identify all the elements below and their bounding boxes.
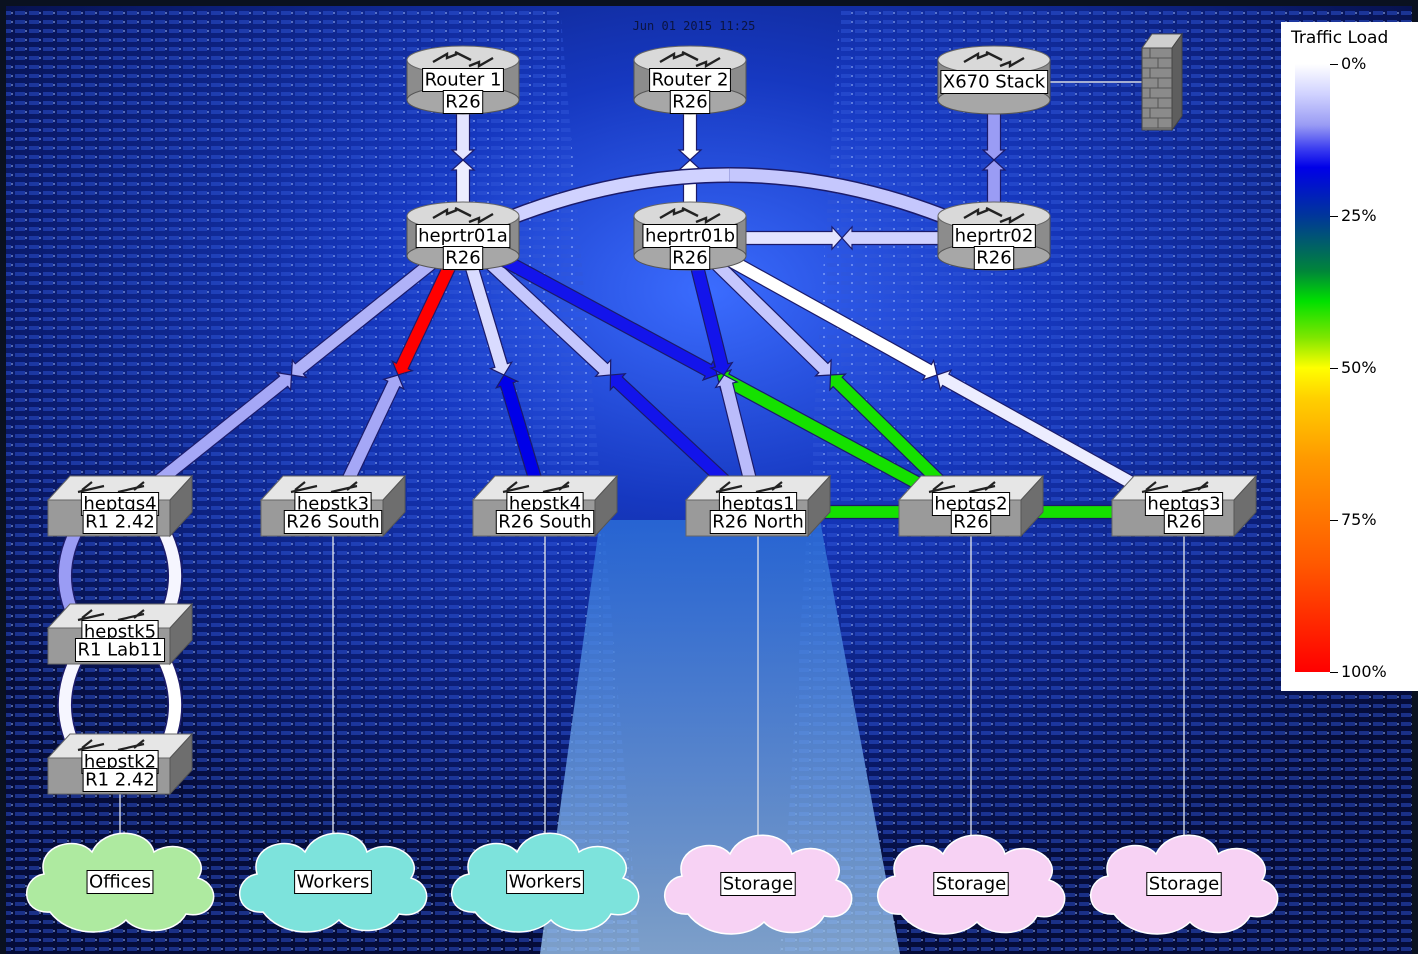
node-cloud-storage-3[interactable]: Storage: [1090, 834, 1279, 935]
node-location: R1 Lab11: [77, 640, 162, 661]
node-location-box: [283, 510, 383, 534]
node-location: R26: [445, 92, 480, 113]
node-location-box: [950, 510, 992, 534]
node-name: heptgs4: [83, 494, 156, 515]
node-location: R26: [672, 248, 707, 269]
cloud-label: Offices: [89, 872, 151, 893]
cloud-label-box: [506, 870, 584, 894]
cloud-label: Storage: [936, 874, 1006, 895]
node-name: X670 Stack: [943, 72, 1046, 93]
node-name: hepstk5: [84, 622, 156, 643]
node-name: heprtr01a: [418, 226, 508, 247]
node-location-box: [669, 246, 711, 270]
node-location-box: [973, 246, 1015, 270]
legend-tick: [1330, 520, 1338, 521]
node-name: heprtr02: [955, 226, 1034, 247]
legend-tick: [1330, 216, 1338, 217]
node-name: heptgs1: [721, 494, 794, 515]
node-location-box: [82, 510, 158, 534]
node-name: hepstk2: [84, 752, 156, 773]
cloud-label: Storage: [723, 874, 793, 895]
node-name: heptgs2: [934, 494, 1007, 515]
cloud-label-box: [933, 872, 1009, 896]
node-location-box: [82, 768, 158, 792]
cloud-label: Workers: [297, 872, 370, 893]
legend-label-100: 100%: [1341, 662, 1387, 681]
legend-label-75: 75%: [1341, 510, 1377, 529]
node-name-box: [940, 70, 1049, 94]
cloud-label: Workers: [509, 872, 582, 893]
cloud-label-box: [86, 870, 154, 894]
node-location-box: [495, 510, 595, 534]
node-location: R26: [445, 248, 480, 269]
node-location: R1 2.42: [85, 512, 155, 533]
node-location: R26 North: [712, 512, 803, 533]
legend-color-scale: [1295, 64, 1330, 672]
node-location: R26: [672, 92, 707, 113]
node-cloud-workers-1[interactable]: Workers: [239, 832, 428, 933]
node-name: hepstk3: [297, 494, 369, 515]
legend-tick: [1330, 64, 1338, 65]
node-cloud-workers-2[interactable]: Workers: [451, 832, 640, 933]
firewall-icon: [1141, 32, 1183, 132]
node-location-box: [709, 510, 807, 534]
node-cloud-offices[interactable]: Offices: [26, 832, 215, 933]
node-location-box: [1163, 510, 1205, 534]
node-location-box: [442, 246, 484, 270]
legend-title: Traffic Load: [1291, 28, 1389, 48]
node-location: R26: [1166, 512, 1201, 533]
node-name: hepstk4: [509, 494, 581, 515]
node-x670[interactable]: X670 Stack: [937, 45, 1051, 115]
node-name: heptgs3: [1147, 494, 1220, 515]
node-firewall[interactable]: [1141, 32, 1183, 132]
cloud-label-box: [1146, 872, 1222, 896]
timestamp: Jun 01 2015 11:25: [632, 19, 756, 33]
cloud-label: Storage: [1149, 874, 1219, 895]
node-location: R26 South: [498, 512, 591, 533]
legend-label-50: 50%: [1341, 358, 1377, 377]
legend-tick: [1330, 672, 1338, 673]
node-cloud-storage-2[interactable]: Storage: [877, 834, 1066, 935]
traffic-load-legend: Traffic Load 0% 25% 50% 75% 100%: [1281, 22, 1418, 691]
node-location-box: [74, 638, 166, 662]
node-name: Router 2: [652, 70, 729, 91]
node-name: Router 1: [425, 70, 502, 91]
node-location: R1 2.42: [85, 770, 155, 791]
node-location: R26: [953, 512, 988, 533]
node-name: heprtr01b: [645, 226, 735, 247]
legend-tick: [1330, 368, 1338, 369]
legend-label-25: 25%: [1341, 206, 1377, 225]
cloud-label-box: [294, 870, 372, 894]
node-location-box: [442, 90, 484, 114]
cloud-label-box: [720, 872, 796, 896]
legend-label-0: 0%: [1341, 54, 1367, 73]
node-cloud-storage-1[interactable]: Storage: [664, 834, 853, 935]
node-location: R26: [976, 248, 1011, 269]
node-location: R26 South: [286, 512, 379, 533]
node-location-box: [669, 90, 711, 114]
